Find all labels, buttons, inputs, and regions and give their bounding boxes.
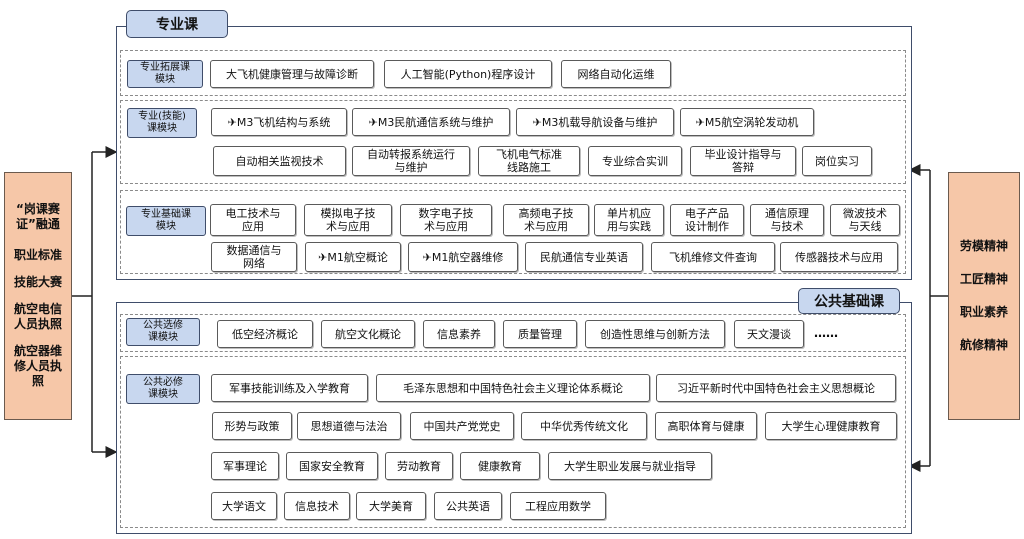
left-item: 技能大赛 <box>13 274 62 289</box>
course-box: ✈M3机载导航设备与维护 <box>516 108 674 136</box>
course-box: 毕业设计指导与 答辩 <box>690 146 796 176</box>
course-box: 电子产品 设计制作 <box>670 204 744 236</box>
course-box: 军事理论 <box>211 452 279 480</box>
course-box: 信息技术 <box>284 492 350 520</box>
course-box: 自动相关监视技术 <box>213 146 346 176</box>
elective-module-label: 公共选修 课模块 <box>126 318 200 346</box>
foundation-module-label: 专业基础课 模块 <box>126 206 206 236</box>
course-box: 人工智能(Python)程序设计 <box>384 60 552 88</box>
course-box: 高职体育与健康 <box>655 412 757 440</box>
course-box: 思想道德与法治 <box>297 412 401 440</box>
course-box: 形势与政策 <box>212 412 292 440</box>
course-box: 中国共产党党史 <box>410 412 514 440</box>
course-box: 大飞机健康管理与故障诊断 <box>210 60 374 88</box>
course-box: 飞机电气标准 线路施工 <box>478 146 580 176</box>
course-box: 微波技术 与天线 <box>830 204 900 236</box>
course-box: 通信原理 与技术 <box>750 204 824 236</box>
course-box: 创造性思维与创新方法 <box>585 320 725 348</box>
course-box: 大学语文 <box>211 492 277 520</box>
course-box: 健康教育 <box>460 452 540 480</box>
professional-title: 专业课 <box>126 10 228 38</box>
course-box: 民航通信专业英语 <box>525 242 643 272</box>
course-box: 数字电子技 术与应用 <box>400 204 492 236</box>
course-box: 低空经济概论 <box>217 320 313 348</box>
right-item: 航修精神 <box>959 338 1008 352</box>
course-box: ✈M1航空器维修 <box>408 242 518 272</box>
course-box: 岗位实习 <box>802 146 872 176</box>
course-box: 大学生职业发展与就业指导 <box>548 452 712 480</box>
course-box: 习近平新时代中国特色社会主义思想概论 <box>656 374 896 402</box>
course-box: 公共英语 <box>434 492 502 520</box>
left-item: “岗课赛 证”融通 <box>16 201 60 231</box>
course-box: 天文漫谈 <box>734 320 804 348</box>
course-box: 军事技能训练及入学教育 <box>211 374 368 402</box>
course-box: 质量管理 <box>503 320 577 348</box>
left-item: 航空电信 人员执照 <box>13 301 62 331</box>
left-panel: “岗课赛 证”融通 职业标准 技能大赛 航空电信 人员执照 航空器维 修人员执 … <box>4 172 72 420</box>
course-box: 毛泽东思想和中国特色社会主义理论体系概论 <box>376 374 650 402</box>
right-item: 工匠精神 <box>959 272 1008 286</box>
extension-module-label: 专业拓展课 模块 <box>127 60 203 88</box>
course-box: 中华优秀传统文化 <box>521 412 647 440</box>
more-ellipsis: …… <box>814 326 838 340</box>
course-box: 信息素养 <box>423 320 495 348</box>
course-box: 大学生心理健康教育 <box>765 412 897 440</box>
public-title: 公共基础课 <box>798 288 900 314</box>
course-box: 电工技术与 应用 <box>210 204 296 236</box>
skill-module-label: 专业(技能) 课模块 <box>127 108 197 138</box>
course-box: 自动转报系统运行 与维护 <box>352 146 470 176</box>
course-box: 网络自动化运维 <box>561 60 671 88</box>
course-box: 模拟电子技 术与应用 <box>304 204 392 236</box>
course-box: ✈M1航空概论 <box>305 242 401 272</box>
course-box: 单片机应 用与实践 <box>594 204 664 236</box>
course-box: 高频电子技 术与应用 <box>503 204 589 236</box>
course-box: ✈M5航空涡轮发动机 <box>680 108 814 136</box>
course-box: 专业综合实训 <box>588 146 682 176</box>
right-item: 劳模精神 <box>959 239 1008 253</box>
left-item: 职业标准 <box>13 247 62 262</box>
right-panel: 劳模精神 工匠精神 职业素养 航修精神 <box>948 172 1020 420</box>
course-box: 航空文化概论 <box>321 320 415 348</box>
right-item: 职业素养 <box>959 305 1008 319</box>
required-module-label: 公共必修 课模块 <box>126 374 200 404</box>
course-box: 数据通信与 网络 <box>211 242 297 272</box>
course-box: 传感器技术与应用 <box>780 242 898 272</box>
course-box: ✈M3飞机结构与系统 <box>211 108 347 136</box>
course-box: 大学美育 <box>356 492 426 520</box>
left-item: 航空器维 修人员执 照 <box>13 343 62 388</box>
course-box: 国家安全教育 <box>286 452 378 480</box>
course-box: 工程应用数学 <box>510 492 606 520</box>
course-box: 飞机维修文件查询 <box>651 242 775 272</box>
course-box: ✈M3民航通信系统与维护 <box>352 108 510 136</box>
course-box: 劳动教育 <box>385 452 453 480</box>
